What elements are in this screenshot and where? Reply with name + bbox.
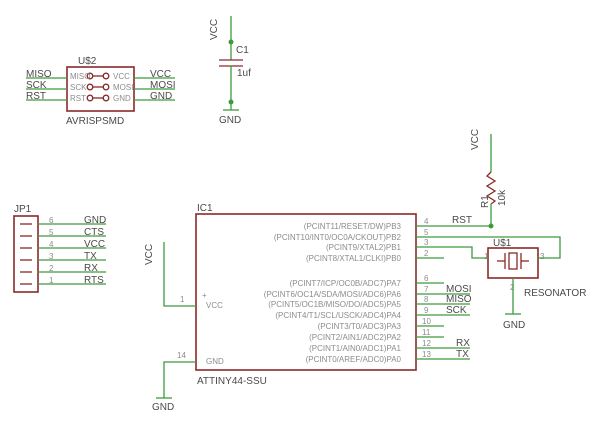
header-pin-2: 2 <box>49 264 54 273</box>
cap-vcc-label: VCC <box>209 19 220 40</box>
resonator-pin-1: 1 <box>484 252 489 261</box>
net-label-tx-mcu: TX <box>456 349 469 360</box>
isp-pin-vcc: VCC <box>113 72 130 81</box>
mcu-gnd-label: GND <box>152 402 174 413</box>
cap-value: 1uf <box>237 68 251 79</box>
isp-pin-gnd: GND <box>113 94 131 103</box>
header-pin-5: 5 <box>49 228 54 237</box>
header-jp1: JP1 6 5 4 3 2 1 GND CTS VCC TX RX RTS <box>13 204 106 293</box>
net-label-mosi-mcu: MOSI <box>446 284 472 295</box>
header-body <box>13 215 39 293</box>
net-label-tx-hdr: TX <box>84 251 97 262</box>
mcu-pin-num-6: 6 <box>424 274 429 283</box>
mcu-pin-pa3: (PCINT3/T0/ADC3)PA3 <box>318 322 402 331</box>
mcu-pin-num-8: 8 <box>424 295 429 304</box>
resonator-value: RESONATOR <box>524 288 586 299</box>
mcu-pin-num-10: 10 <box>422 317 431 326</box>
net-label-gnd-hdr: GND <box>84 215 106 226</box>
isp-pin-miso: MISO <box>70 72 90 81</box>
mcu-body <box>195 213 417 371</box>
mcu-pin-num-12: 12 <box>422 339 431 348</box>
isp-pin-rst: RST <box>70 94 86 103</box>
header-pin-1: 1 <box>49 276 54 285</box>
isp-header: U$2 MISO SCK RST VCC MOSI GND MISO SCK R… <box>26 56 176 127</box>
net-label-miso-mcu: MISO <box>446 294 472 305</box>
header-pin-4: 4 <box>49 240 54 249</box>
header-pin-3: 3 <box>49 252 54 261</box>
mcu-pin-pb1: (PCINT9/XTAL2)PB1 <box>326 243 402 252</box>
mcu-pin-num-3: 3 <box>424 238 429 247</box>
resonator-ref: U$1 <box>493 238 512 249</box>
mcu-right-pin-numbers: 4 5 3 2 6 7 8 9 10 11 12 13 <box>422 217 431 359</box>
header-pin-lines <box>20 223 32 285</box>
mcu-ref: IC1 <box>197 203 213 214</box>
mcu-pin-num-5: 5 <box>424 228 429 237</box>
mcu-pin-1-num: 1 <box>180 295 185 304</box>
isp-ref: U$2 <box>78 56 97 67</box>
mcu-pin-num-2: 2 <box>424 249 429 258</box>
mcu-pin-pb3: (PCINT11/RESET/DW)PB3 <box>304 222 402 231</box>
net-label-vcc-isp: VCC <box>150 69 171 80</box>
mcu-pin-pa7: (PCINT7/ICP/OC0B/ADC7)PA7 <box>290 279 402 288</box>
mcu-pin-num-7: 7 <box>424 285 429 294</box>
resonator-gnd-label: GND <box>503 320 525 331</box>
capacitor-c1: VCC C1 1uf GND <box>209 16 251 126</box>
net-label-gnd-isp: GND <box>150 91 172 102</box>
mcu-ic1: IC1 ATTINY44-SSU + VCC GND 1 14 VCC GND … <box>144 203 561 413</box>
net-label-miso: MISO <box>26 69 52 80</box>
cap-gnd-label: GND <box>219 115 241 126</box>
mcu-pin-num-4: 4 <box>424 217 429 226</box>
net-label-sck-mcu: SCK <box>446 305 467 316</box>
net-label-cts: CTS <box>84 227 104 238</box>
mcu-pin-pb2: (PCINT10/INT0/OC0A/CKOUT)PB2 <box>274 233 402 242</box>
net-label-mosi-isp: MOSI <box>150 80 176 91</box>
resonator-pin-3: 3 <box>540 252 545 261</box>
cap-ref: C1 <box>236 45 249 56</box>
net-label-rx-mcu: RX <box>456 338 470 349</box>
mcu-pin-14-num: 14 <box>177 351 186 360</box>
mcu-pin-vcc-name: VCC <box>206 301 223 310</box>
mcu-pin-pa5: (PCINT5/OC1B/MISO/DO/ADC5)PA5 <box>268 300 401 309</box>
mcu-pin-pa6: (PCINT6/OC1A/SDA/MOSI/ADC6)PA6 <box>264 290 402 299</box>
mcu-pin-num-13: 13 <box>422 350 431 359</box>
isp-value: AVRISPSMD <box>66 116 124 127</box>
net-label-rx-hdr: RX <box>84 263 98 274</box>
mcu-pin-pb0: (PCINT8/XTAL1/CLKI)PB0 <box>306 254 402 263</box>
mcu-value: ATTINY44-SSU <box>197 376 267 387</box>
resonator-u1: U$1 1 2 3 GND RESONATOR <box>484 238 586 331</box>
mcu-pin-pa1: (PCINT1/AIN0/ADC1)PA1 <box>309 344 401 353</box>
mcu-pin-num-11: 11 <box>422 328 431 337</box>
mcu-vcc-label: VCC <box>144 244 155 265</box>
isp-pads <box>86 72 110 102</box>
header-pin-6: 6 <box>49 216 54 225</box>
res-value: 10k <box>497 189 508 206</box>
mcu-pin-gnd-name: GND <box>206 357 224 366</box>
net-label-rst-mcu: RST <box>452 215 472 226</box>
header-ref: JP1 <box>14 204 32 215</box>
mcu-plus-sign: + <box>202 291 207 300</box>
net-label-vcc-hdr: VCC <box>84 239 105 250</box>
mcu-pin-pa2: (PCINT2/AIN1/ADC2)PA2 <box>309 333 401 342</box>
net-label-rts: RTS <box>84 275 104 286</box>
mcu-right-pin-stubs <box>416 225 444 360</box>
isp-pin-sck: SCK <box>70 83 87 92</box>
mcu-right-pin-names: (PCINT11/RESET/DW)PB3 (PCINT10/INT0/OC0A… <box>264 222 402 364</box>
res-ref: R1 <box>480 195 491 208</box>
mcu-pin-pa0: (PCINT0/AREF/ADC0)PA0 <box>306 355 402 364</box>
net-label-rst: RST <box>26 91 46 102</box>
res-vcc-label: VCC <box>470 129 481 150</box>
net-label-sck: SCK <box>26 80 47 91</box>
header-wires <box>38 223 106 285</box>
mcu-pin-num-9: 9 <box>424 306 429 315</box>
isp-pin-mosi: MOSI <box>113 83 133 92</box>
resistor-r1: VCC R1 10k <box>470 129 508 229</box>
mcu-pin-pa4: (PCINT4/T1/SCL/USCK/ADC4)PA4 <box>275 311 401 320</box>
